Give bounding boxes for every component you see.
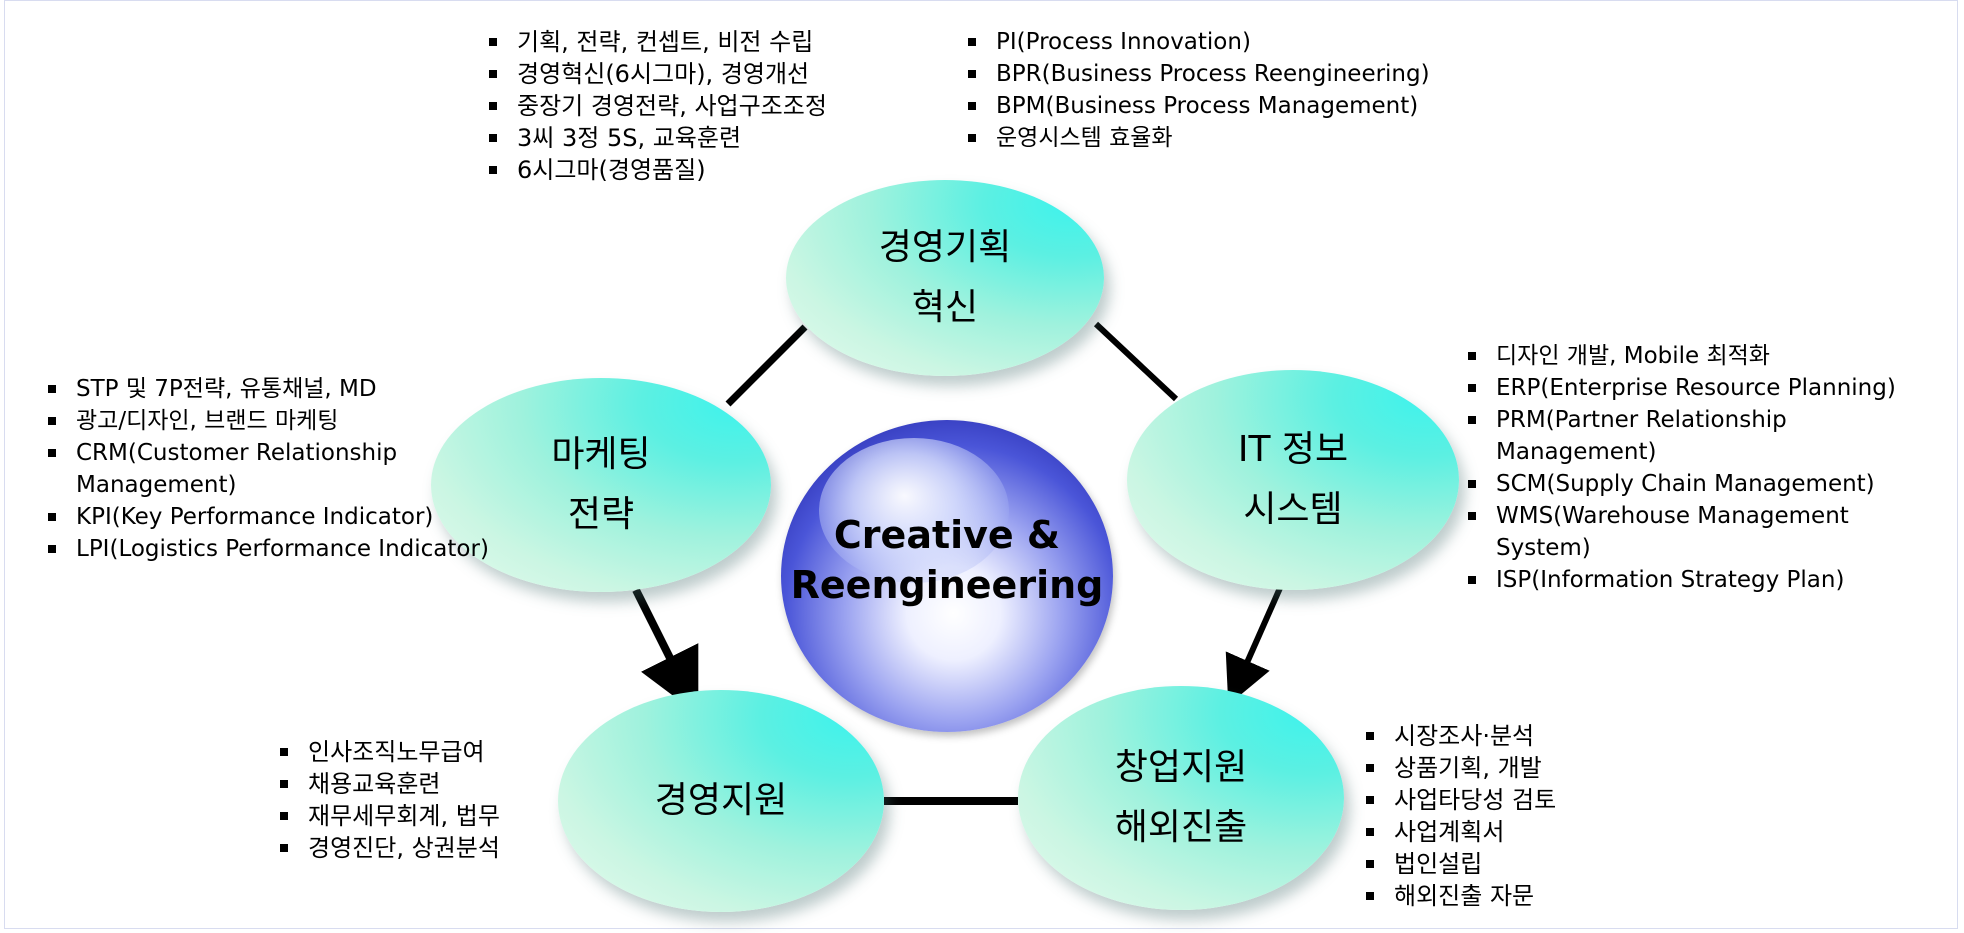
node-planning: 경영기획 혁신 <box>786 180 1104 376</box>
list-item: 법인설립 <box>1362 848 1556 880</box>
hub-label-line2: Reengineering <box>790 563 1104 607</box>
node-support-line1: 경영지원 <box>654 780 788 821</box>
list-planning-a: 기획, 전략, 컨셉트, 비전 수립 경영혁신(6시그마), 경영개선 중장기 … <box>485 26 827 186</box>
hub-label-line1: Creative & <box>833 513 1061 557</box>
list-item: STP 및 7P전략, 유통채널, MD <box>44 373 489 405</box>
list-item-continuation: Management) <box>76 472 237 498</box>
list-item: 사업계획서 <box>1362 816 1556 848</box>
list-planning-b: PI(Process Innovation) BPR(Business Proc… <box>964 26 1430 154</box>
list-item: 상품기획, 개발 <box>1362 752 1556 784</box>
list-item: ERP(Enterprise Resource Planning) <box>1464 372 1896 404</box>
list-item: 중장기 경영전략, 사업구조조정 <box>485 90 827 122</box>
list-item: 디자인 개발, Mobile 최적화 <box>1464 340 1896 372</box>
connector-it-startup <box>1225 586 1283 705</box>
list-item: 3씨 3정 5S, 교육훈련 <box>485 122 827 154</box>
list-item: 경영혁신(6시그마), 경영개선 <box>485 58 827 90</box>
node-planning-line1: 경영기획 <box>878 227 1012 268</box>
node-planning-line2: 혁신 <box>911 287 979 328</box>
diagram-frame <box>4 0 1958 929</box>
list-item: 시장조사·분석 <box>1362 720 1556 752</box>
connector-planning-marketing <box>725 324 808 407</box>
list-startup: 시장조사·분석 상품기획, 개발 사업타당성 검토 사업계획서 법인설립 해외진… <box>1362 720 1556 912</box>
hub-label: Creative & Reengineering <box>781 510 1113 610</box>
list-item: 인사조직노무급여 <box>276 736 500 768</box>
connector-planning-it <box>1093 321 1179 402</box>
node-startup-line1: 창업지원 <box>1114 747 1248 788</box>
list-item: BPR(Business Process Reengineering) <box>964 58 1430 90</box>
node-it-line2: 시스템 <box>1243 489 1343 530</box>
node-marketing-line2: 전략 <box>567 494 635 535</box>
list-item-continuation: Management) <box>1496 439 1657 465</box>
list-item: BPM(Business Process Management) <box>964 90 1430 122</box>
list-item: ISP(Information Strategy Plan) <box>1464 564 1896 596</box>
list-item: 채용교육훈련 <box>276 768 500 800</box>
node-it: IT 정보 시스템 <box>1127 370 1459 590</box>
list-item: CRM(Customer Relationship <box>44 437 489 469</box>
list-item: 운영시스템 효율화 <box>964 122 1430 154</box>
list-item: KPI(Key Performance Indicator) <box>44 501 489 533</box>
list-item: 경영진단, 상권분석 <box>276 832 500 864</box>
node-support: 경영지원 <box>558 690 884 912</box>
node-it-line1: IT 정보 <box>1237 429 1349 470</box>
list-item: PRM(Partner Relationship <box>1464 404 1896 436</box>
node-marketing: 마케팅 전략 <box>431 378 771 592</box>
list-item: 6시그마(경영품질) <box>485 154 827 186</box>
list-marketing: STP 및 7P전략, 유통채널, MD 광고/디자인, 브랜드 마케팅 CRM… <box>44 373 489 565</box>
list-item: SCM(Supply Chain Management) <box>1464 468 1896 500</box>
list-support: 인사조직노무급여 채용교육훈련 재무세무회계, 법무 경영진단, 상권분석 <box>276 736 500 864</box>
node-marketing-line1: 마케팅 <box>551 434 651 475</box>
hub-sphere: Creative & Reengineering <box>781 420 1113 732</box>
list-item: 광고/디자인, 브랜드 마케팅 <box>44 405 489 437</box>
list-item: WMS(Warehouse Management <box>1464 500 1896 532</box>
list-item: 사업타당성 검토 <box>1362 784 1556 816</box>
list-it: 디자인 개발, Mobile 최적화 ERP(Enterprise Resour… <box>1464 340 1896 596</box>
connector-marketing-support <box>632 588 699 715</box>
list-item: 기획, 전략, 컨셉트, 비전 수립 <box>485 26 827 58</box>
list-item-continuation: System) <box>1496 535 1591 561</box>
list-item: 재무세무회계, 법무 <box>276 800 500 832</box>
node-startup-line2: 해외진출 <box>1114 807 1248 848</box>
node-startup: 창업지원 해외진출 <box>1018 686 1344 910</box>
sphere-highlight <box>819 438 1009 583</box>
list-item: PI(Process Innovation) <box>964 26 1430 58</box>
list-item: LPI(Logistics Performance Indicator) <box>44 533 489 565</box>
list-item: 해외진출 자문 <box>1362 880 1556 912</box>
